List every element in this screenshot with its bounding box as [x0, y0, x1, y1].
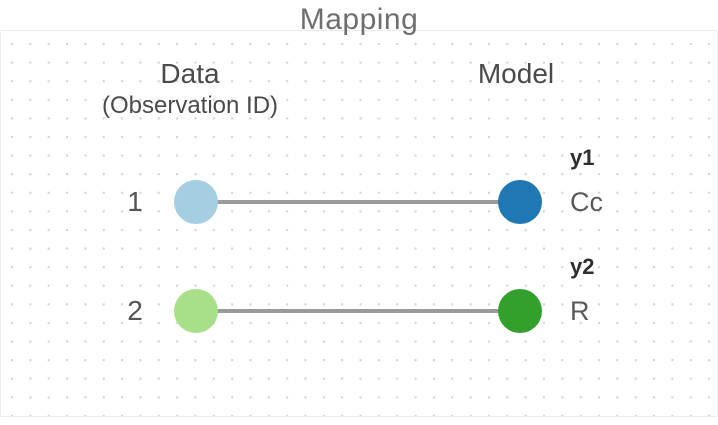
connector-line [196, 309, 520, 313]
observation-id-subtitle: (Observation ID) [101, 92, 279, 119]
page-title: Mapping [299, 3, 419, 36]
observation-id-label: 1 [127, 186, 143, 217]
model-detail-label: Cc [570, 187, 603, 217]
connector-line [196, 200, 520, 204]
mapping-canvas [0, 30, 718, 417]
observation-id-label: 2 [127, 295, 143, 326]
model-detail-label: R [570, 296, 590, 326]
model-column-header: Model [477, 58, 555, 89]
model-var-label: y2 [570, 254, 595, 279]
model-node-circle [498, 180, 542, 224]
data-node-circle [174, 180, 218, 224]
data-column-header: Data [160, 58, 220, 89]
model-var-label: y1 [570, 145, 595, 170]
model-node-circle [498, 289, 542, 333]
data-node-circle [174, 289, 218, 333]
